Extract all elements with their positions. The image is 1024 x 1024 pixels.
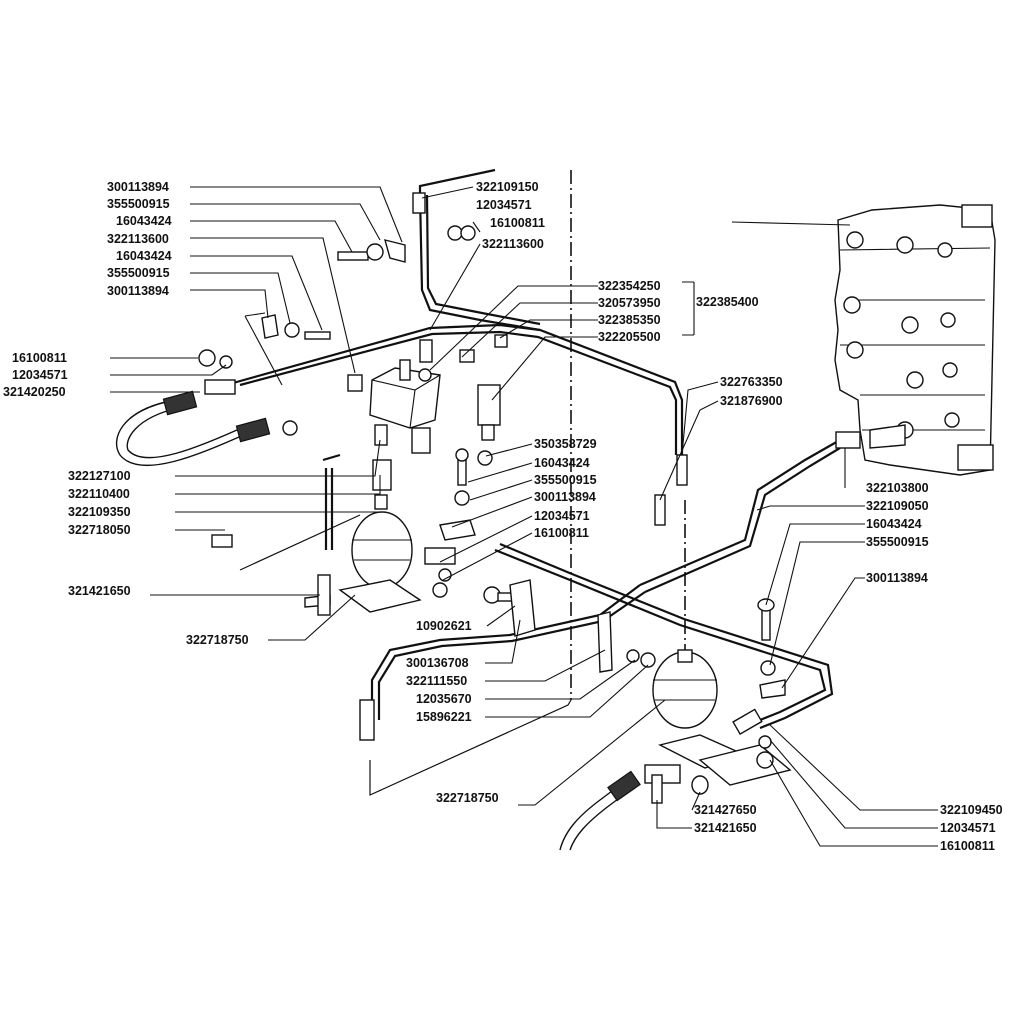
label-322354250: 322354250: [598, 279, 661, 293]
label-16100811-b: 16100811: [490, 216, 545, 230]
label-322718050: 322718050: [68, 523, 131, 537]
label-321421650-b: 321421650: [694, 821, 757, 835]
leader-lines: [110, 186, 938, 847]
control-valve-block: [834, 204, 996, 476]
label-16100811-d: 16100811: [940, 839, 995, 853]
label-322109350: 322109350: [68, 505, 131, 519]
label-322113600-a: 322113600: [107, 232, 169, 246]
label-16100811-c: 16100811: [534, 526, 589, 540]
label-322127100: 322127100: [68, 469, 131, 483]
label-322109450: 322109450: [940, 803, 1003, 817]
label-10902621: 10902621: [416, 619, 472, 633]
label-12034571-d: 12034571: [940, 821, 996, 835]
label-300113894-b: 300113894: [107, 284, 169, 298]
label-12034571-a: 12034571: [12, 368, 68, 382]
label-300113894-d: 300113894: [866, 571, 928, 585]
accumulator-left: [304, 494, 452, 616]
label-321876900: 321876900: [720, 394, 783, 408]
label-12034571-b: 12034571: [476, 198, 532, 212]
label-322110400: 322110400: [68, 487, 130, 501]
label-300113894-a: 300113894: [107, 180, 169, 194]
label-355500915-c: 355500915: [534, 473, 597, 487]
label-15896221: 15896221: [416, 710, 472, 724]
label-12034571-c: 12034571: [534, 509, 590, 523]
label-322113600-b: 322113600: [482, 237, 544, 251]
pipe-lines: [232, 168, 841, 796]
hose-bottom: [559, 770, 641, 851]
label-320573950: 320573950: [598, 296, 661, 310]
label-322103800: 322103800: [866, 481, 929, 495]
hose-left: [115, 390, 298, 467]
center-axis-lines: [570, 170, 686, 700]
label-321427650: 321427650: [694, 803, 757, 817]
label-355500915-d: 355500915: [866, 535, 929, 549]
part-number-labels: 300113894 355500915 16043424 322113600 1…: [3, 180, 1003, 853]
label-16100811-a: 16100811: [12, 351, 67, 365]
label-322109150: 322109150: [476, 180, 539, 194]
label-16043424-b: 16043424: [116, 249, 172, 263]
label-322205500: 322205500: [598, 330, 661, 344]
label-300136708: 300136708: [406, 656, 469, 670]
label-322718750-b: 322718750: [436, 791, 499, 805]
label-321421650-a: 321421650: [68, 584, 131, 598]
small-fittings: [198, 192, 861, 741]
label-16043424-a: 16043424: [116, 214, 172, 228]
label-322109050: 322109050: [866, 499, 929, 513]
label-355500915-b: 355500915: [107, 266, 170, 280]
label-12035670: 12035670: [416, 692, 472, 706]
label-16043424-d: 16043424: [866, 517, 922, 531]
label-322718750-a: 322718750: [186, 633, 249, 647]
label-300113894-c: 300113894: [534, 490, 596, 504]
label-355500915-a: 355500915: [107, 197, 170, 211]
label-350358729: 350358729: [534, 437, 597, 451]
central-valve-block: [347, 334, 508, 454]
label-322111550: 322111550: [406, 674, 467, 688]
label-322763350: 322763350: [720, 375, 783, 389]
label-16043424-c: 16043424: [534, 456, 590, 470]
label-321420250: 321420250: [3, 385, 66, 399]
label-322385400: 322385400: [696, 295, 759, 309]
label-322385350: 322385350: [598, 313, 661, 327]
